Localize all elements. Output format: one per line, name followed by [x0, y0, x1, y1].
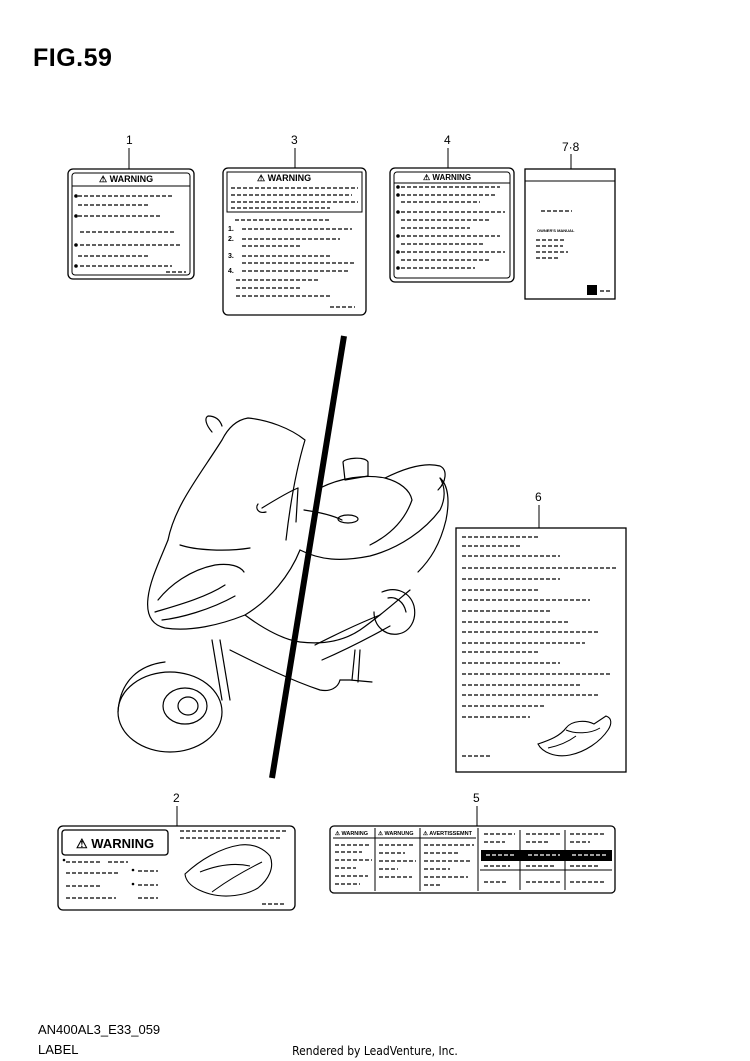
label-part-5[interactable]: ⚠ WARNING ⚠ WARNUNG ⚠ AVERTISSEMNT — [329, 825, 616, 894]
label5-header-warning: ⚠ WARNING — [335, 830, 368, 837]
rendered-by-footer: Rendered by LeadVenture, Inc. — [292, 1044, 458, 1058]
label5-header-warnung: ⚠ WARNUNG — [378, 830, 413, 837]
callout-7-8[interactable]: 7·8 — [562, 140, 580, 154]
label5-header-avertissement: ⚠ AVERTISSEMNT — [423, 830, 473, 837]
scooter-icon — [184, 844, 273, 897]
callout-3[interactable]: 3 — [291, 133, 298, 147]
step-4: 4. — [228, 268, 234, 275]
brand-logo — [587, 285, 597, 295]
owners-manual-part-7-8[interactable]: OWNER'S MANUAL — [524, 168, 616, 300]
callout-1[interactable]: 1 — [126, 133, 133, 147]
step-1: 1. — [228, 226, 234, 233]
separator-slash — [269, 335, 347, 779]
warning-header-3: ⚠ WARNING — [257, 173, 311, 183]
figure-caption: LABEL — [38, 1042, 79, 1057]
label-part-2[interactable]: ⚠ WARNING — [57, 825, 296, 911]
label-part-4[interactable]: ⚠ WARNING — [389, 167, 515, 283]
figure-title: FIG.59 — [33, 44, 113, 72]
callout-2[interactable]: 2 — [173, 791, 180, 805]
callout-6[interactable]: 6 — [535, 490, 542, 504]
step-3: 3. — [228, 253, 234, 260]
callout-4[interactable]: 4 — [444, 133, 451, 147]
label-part-3[interactable]: ⚠ WARNING 1. 2. 3. 4. — [222, 167, 367, 316]
step-2: 2. — [228, 236, 234, 243]
label-part-1[interactable]: ⚠ WARNING — [67, 168, 195, 280]
warning-header-1: ⚠ WARNING — [99, 174, 153, 184]
scooter-illustration — [117, 415, 449, 753]
owners-manual-title: OWNER'S MANUAL — [537, 228, 575, 233]
callout-5[interactable]: 5 — [473, 791, 480, 805]
model-code: AN400AL3_E33_059 — [38, 1022, 161, 1037]
warning-header-2: ⚠ WARNING — [76, 836, 154, 851]
warning-header-4: ⚠ WARNING — [423, 173, 471, 182]
label-part-6[interactable] — [455, 527, 627, 773]
